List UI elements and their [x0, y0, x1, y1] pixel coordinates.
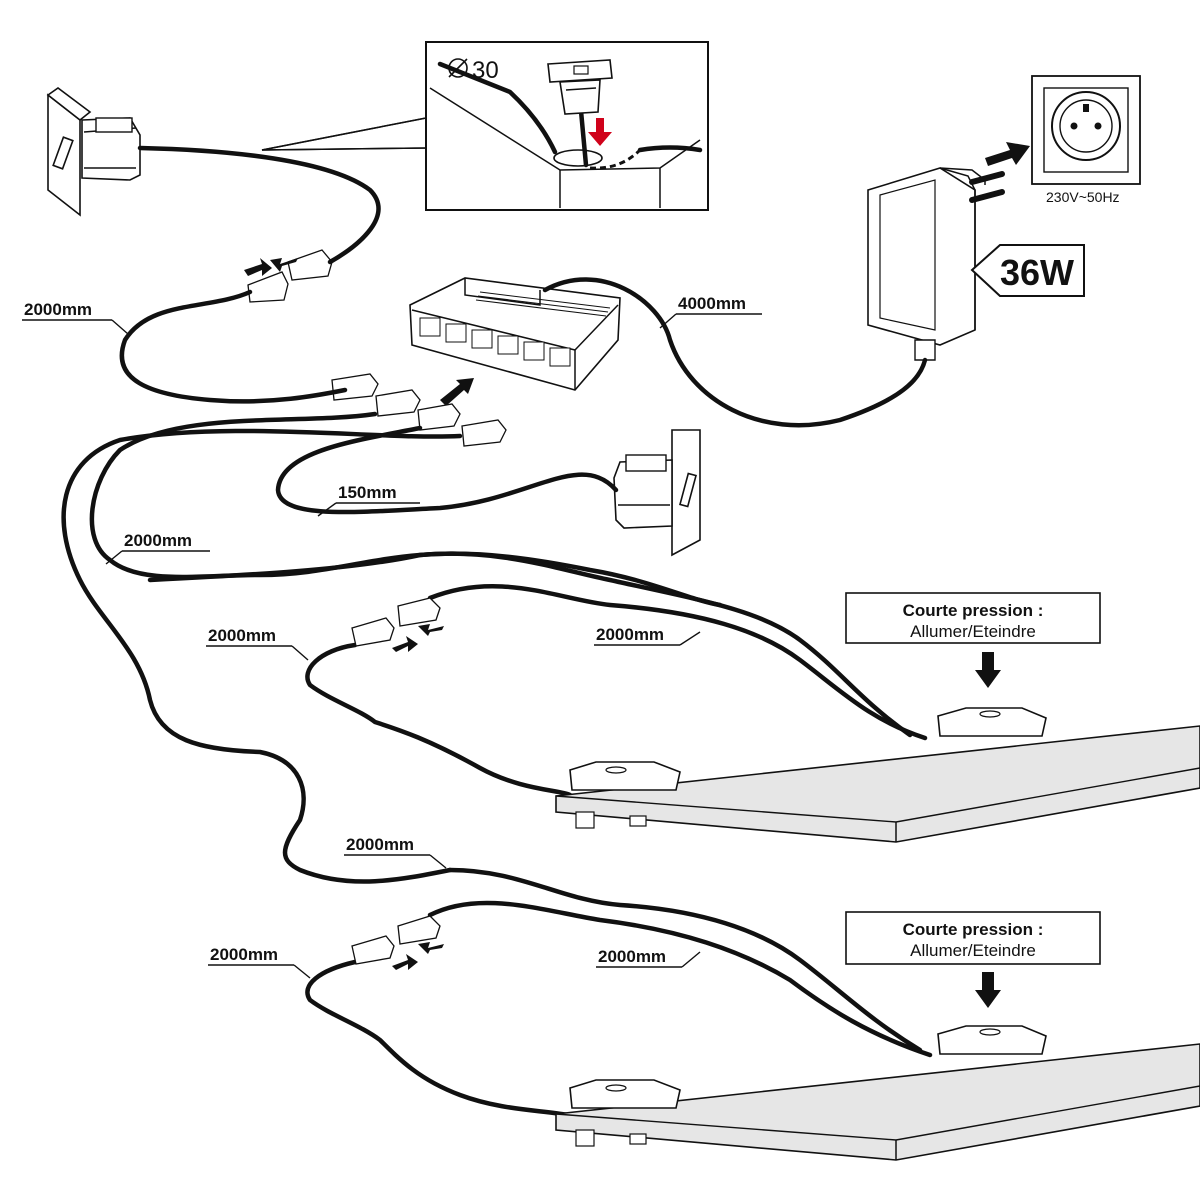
touch-sensor-icon — [937, 707, 1047, 737]
cable-length-label: 2000mm — [344, 835, 447, 869]
join-arrow-icon — [392, 636, 418, 652]
diameter-icon — [448, 58, 468, 78]
wall-socket-icon — [1031, 75, 1141, 185]
svg-text:2000mm: 2000mm — [208, 626, 276, 645]
red-down-arrow-icon — [588, 118, 612, 146]
note-title: Courte pression : — [903, 920, 1044, 939]
touch-sensor-icon — [569, 761, 681, 791]
touch-sensor-icon — [569, 1079, 681, 1109]
join-arrow-icon — [244, 258, 272, 276]
plug-in-arrow-icon — [985, 142, 1030, 166]
svg-text:2000mm: 2000mm — [124, 531, 192, 550]
connector-stack — [331, 373, 507, 447]
cable-length-label: 2000mm — [206, 626, 309, 661]
cable-length-label: 2000mm — [22, 300, 129, 335]
voltage-label: 230V~50Hz — [1046, 189, 1120, 205]
svg-text:2000mm: 2000mm — [210, 945, 278, 964]
svg-text:2000mm: 2000mm — [598, 947, 666, 966]
note-text: Allumer/Eteindre — [910, 941, 1036, 960]
switch-module-icon — [46, 87, 141, 217]
join-arrow-icon — [392, 954, 418, 970]
note-text: Allumer/Eteindre — [910, 622, 1036, 641]
insert-arrow-icon — [440, 378, 474, 406]
svg-text:150mm: 150mm — [338, 483, 397, 502]
svg-text:2000mm: 2000mm — [346, 835, 414, 854]
connector-joint-middle — [351, 597, 441, 647]
shelf-bottom — [555, 1025, 1200, 1161]
cable-length-label: 2000mm — [596, 947, 701, 968]
cables — [61, 145, 933, 1118]
note-box-1: Courte pression : Allumer/Eteindre — [845, 592, 1101, 644]
cable-length-label: 4000mm — [659, 294, 762, 329]
svg-text:2000mm: 2000mm — [24, 300, 92, 319]
power-badge: 36W — [970, 244, 1085, 297]
connector-joint-bottom — [351, 915, 441, 965]
shelf-top — [555, 707, 1200, 843]
drilling-detail-inset: 30 — [261, 41, 709, 211]
cable-length-label: 150mm — [317, 483, 420, 517]
switch-module-icon — [613, 429, 701, 557]
note-box-2: Courte pression : Allumer/Eteindre — [845, 911, 1101, 965]
svg-text:4000mm: 4000mm — [678, 294, 746, 313]
cable-length-label: 2000mm — [105, 531, 210, 565]
power-adapter-icon — [867, 167, 1005, 361]
svg-text:2000mm: 2000mm — [596, 625, 664, 644]
touch-sensor-icon — [937, 1025, 1047, 1055]
distributor-box-icon — [409, 277, 621, 391]
connector-joint-top — [247, 249, 333, 303]
down-arrow-icon — [975, 972, 1001, 1008]
hole-diameter: 30 — [472, 57, 499, 84]
cable-length-label: 2000mm — [208, 945, 311, 979]
power-rating: 36W — [1000, 252, 1074, 293]
note-title: Courte pression : — [903, 601, 1044, 620]
down-arrow-icon — [975, 652, 1001, 688]
cable-length-label: 2000mm — [594, 625, 701, 646]
